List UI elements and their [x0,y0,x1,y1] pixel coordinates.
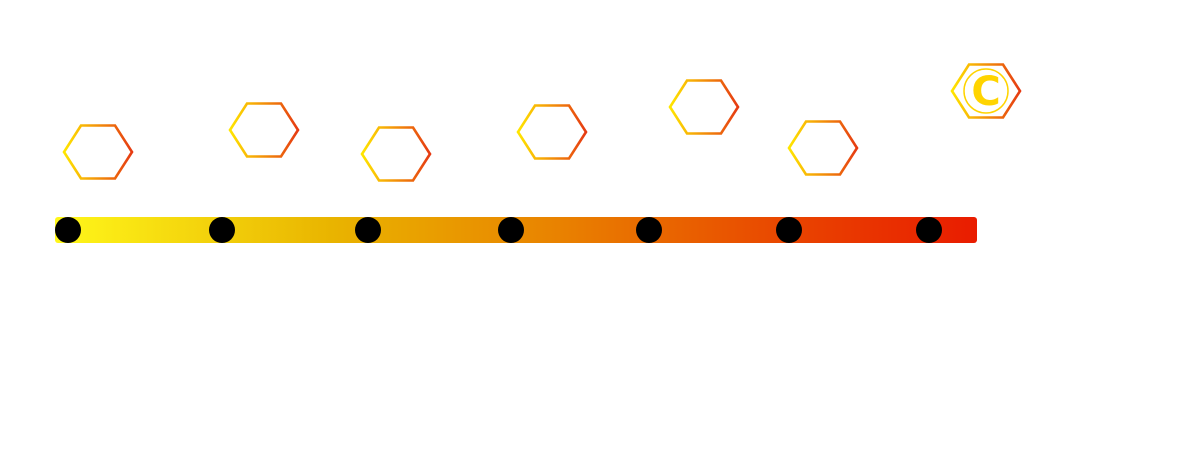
milestone-dots [55,217,942,243]
logo-c-icon: C [971,69,1000,115]
milestone-dot-3 [355,217,381,243]
hexagon-icon-5 [668,79,740,135]
hexagon-logo-icon: C [950,63,1022,119]
hexagon-icon-6 [787,120,859,176]
hexagon-icons: C [62,63,1022,182]
hexagon-outline [360,126,432,182]
logo-ring-icon [963,68,1009,114]
milestone-dot-1 [55,217,81,243]
hexagon-icon-2 [228,102,300,158]
hexagon-outline [516,104,588,160]
milestone-dot-6 [776,217,802,243]
hexagon-outline [62,124,134,180]
hexagon-outline [950,63,1022,119]
hexagon-icon-3 [360,126,432,182]
hexagon-icon-4 [516,104,588,160]
milestone-dot-2 [209,217,235,243]
milestone-dot-4 [498,217,524,243]
hexagon-outline [787,120,859,176]
milestone-dot-7 [916,217,942,243]
hexagon-outline [668,79,740,135]
hexagon-outline [228,102,300,158]
milestone-dot-5 [636,217,662,243]
hexagon-icon-1 [62,124,134,180]
